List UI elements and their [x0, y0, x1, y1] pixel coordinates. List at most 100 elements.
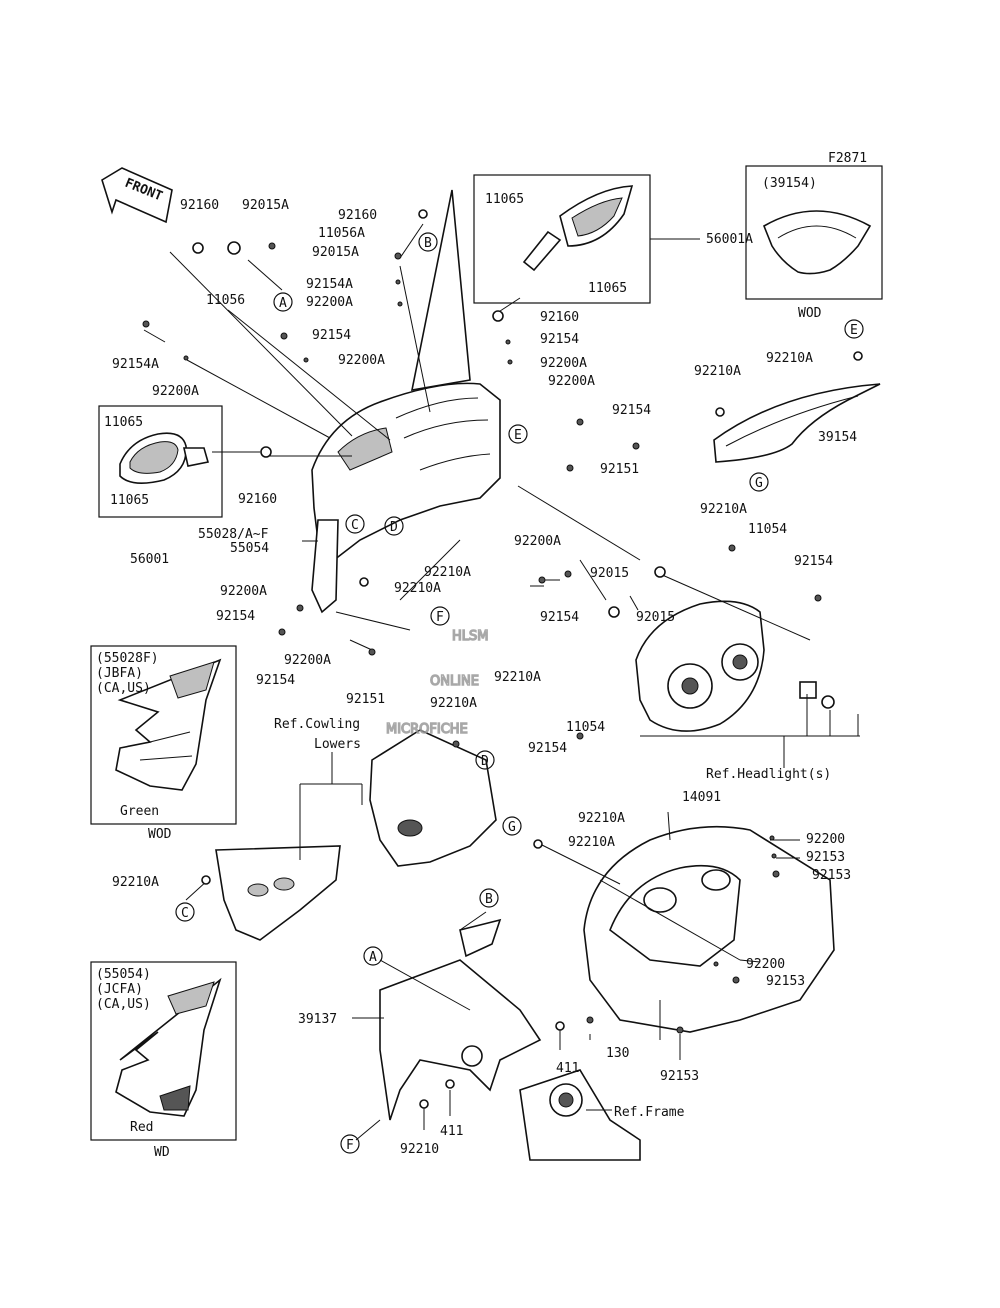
part-label: 92210A [430, 696, 477, 711]
svg-text:F: F [436, 610, 444, 625]
part-label: 92154 [312, 328, 351, 343]
callout-g-lower: G [502, 816, 522, 836]
red-cowl-line-1: (55054) [96, 967, 151, 982]
part-label: 92154 [540, 610, 579, 625]
part-label: 92210A [700, 502, 747, 517]
svg-text:F: F [346, 1138, 354, 1153]
part-label: 92015 [636, 610, 675, 625]
part-label: 92210A [694, 364, 741, 379]
part-label: 39137 [298, 1012, 337, 1027]
part-label: 92153 [660, 1069, 699, 1084]
callout-a-upper: A [273, 292, 293, 312]
part-label: 92151 [600, 462, 639, 477]
svg-text:G: G [508, 820, 516, 835]
part-label: 92200A [152, 384, 199, 399]
green-cowl-line-1: (55028F) [96, 651, 159, 666]
stay-illustration [379, 918, 542, 1121]
part-label: 56001A [706, 232, 753, 247]
callout-c-upper: C [345, 514, 365, 534]
part-label: 92200A [338, 353, 385, 368]
windshield-illustration [713, 383, 881, 463]
part-label: 92154 [794, 554, 833, 569]
part-label: 39154 [818, 430, 857, 445]
red-cowl-variant: WD [154, 1145, 170, 1160]
part-label: 55028/A~F [198, 527, 269, 542]
mirror-left-illustration [119, 432, 210, 484]
part-label: 92154 [528, 741, 567, 756]
svg-text:G: G [755, 476, 763, 491]
part-label: 92200A [220, 584, 267, 599]
green-cowl-illustration [115, 658, 222, 791]
callout-markers: A B C D E E F G D G C B A F [175, 232, 864, 1154]
red-cowl-illustration [115, 977, 222, 1117]
headlight-illustration [635, 600, 835, 732]
red-cowl-color: Red [130, 1120, 153, 1135]
part-label: 92210A [424, 565, 471, 580]
part-label: 92160 [180, 198, 219, 213]
callout-e-windshield: E [844, 319, 864, 339]
part-label: 92160 [540, 310, 579, 325]
inner-panel-illustration [583, 825, 835, 1033]
part-label: 92160 [338, 208, 377, 223]
part-label: 92210A [568, 835, 615, 850]
inset-windshield-code: (39154) [762, 176, 817, 191]
part-label: 92210A [112, 875, 159, 890]
inset-windshield-box [745, 165, 883, 300]
part-label: 14091 [682, 790, 721, 805]
leader-lines [143, 223, 860, 1141]
inset-mirror-left-box [98, 405, 223, 518]
callout-a-lower: A [363, 946, 383, 966]
part-label: 11065 [485, 192, 524, 207]
windshield-inset-illustration [762, 210, 872, 275]
ref-cowling-lowers-1: Ref.Cowling [274, 717, 360, 732]
svg-text:E: E [850, 323, 858, 338]
part-label: 92154 [216, 609, 255, 624]
part-label: 411 [556, 1061, 579, 1076]
svg-text:D: D [481, 754, 489, 769]
part-label: 92154A [306, 277, 353, 292]
callout-f-lower: F [340, 1134, 360, 1154]
svg-text:C: C [181, 906, 189, 921]
mirror-right-illustration [522, 185, 634, 272]
ref-cowling-lowers-2: Lowers [314, 737, 361, 752]
part-label: 92160 [238, 492, 277, 507]
part-label: 92154 [540, 332, 579, 347]
cowling-lowers-illustration [215, 729, 497, 941]
svg-text:B: B [424, 236, 432, 251]
svg-text:D: D [390, 520, 398, 535]
green-cowl-line-3: (CA,US) [96, 681, 151, 696]
green-cowl-line-2: (JBFA) [96, 666, 143, 681]
part-label: 11054 [748, 522, 787, 537]
part-label: 92154A [112, 357, 159, 372]
part-label: 92151 [346, 692, 385, 707]
svg-text:A: A [279, 296, 287, 311]
watermark: HLSM ONLINE MICROFICHE [385, 628, 489, 737]
part-label: 130 [606, 1046, 629, 1061]
part-label: 92210A [494, 670, 541, 685]
part-label: 92200A [548, 374, 595, 389]
part-label: 92210A [394, 581, 441, 596]
part-label: 92153 [766, 974, 805, 989]
part-label: 92015A [312, 245, 359, 260]
part-label: 92200A [306, 295, 353, 310]
part-label: 92200A [540, 356, 587, 371]
part-label: 11056A [318, 226, 365, 241]
callout-d-upper: D [384, 516, 404, 536]
svg-text:A: A [369, 950, 377, 965]
part-label: 11054 [566, 720, 605, 735]
part-label: 92200 [806, 832, 845, 847]
svg-text:B: B [485, 892, 493, 907]
red-cowl-line-2: (JCFA) [96, 982, 143, 997]
part-label: 411 [440, 1124, 463, 1139]
part-label: 92153 [812, 868, 851, 883]
callout-g-windshield: G [749, 472, 769, 492]
part-number-labels: 92160 92015A 11056 92160 11056A 92015A 9… [104, 192, 857, 1157]
callout-f-upper: F [430, 606, 450, 626]
svg-text:C: C [351, 518, 359, 533]
part-label: 92210A [578, 811, 625, 826]
figure-code: F2871 [828, 151, 867, 166]
svg-text:E: E [514, 428, 522, 443]
inset-windshield-variant: WOD [798, 306, 822, 321]
watermark-line-1: HLSM [452, 629, 489, 644]
